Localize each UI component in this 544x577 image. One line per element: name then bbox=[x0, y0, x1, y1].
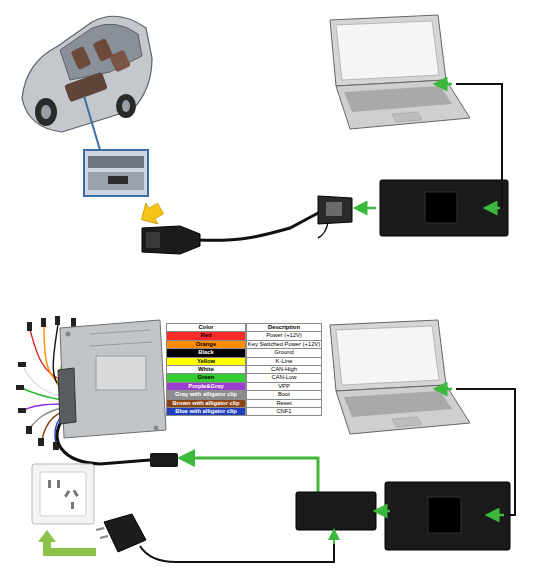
green-arrow bbox=[380, 510, 390, 513]
wire-end bbox=[55, 316, 60, 325]
car-cabin bbox=[60, 24, 142, 80]
car-wheel bbox=[35, 98, 57, 126]
green-arrow bbox=[333, 534, 335, 544]
ecu bbox=[58, 320, 166, 438]
laptop-touchpad bbox=[392, 112, 422, 122]
outlet-slot bbox=[64, 490, 70, 498]
car-body bbox=[22, 16, 152, 132]
table-cell: CNF1 bbox=[246, 407, 322, 416]
outlet-slot bbox=[48, 480, 51, 488]
car-dashboard bbox=[64, 72, 108, 103]
car-cutaway bbox=[22, 16, 152, 150]
green-link bbox=[186, 458, 318, 492]
ecu-screw bbox=[66, 332, 71, 337]
obd-cable bbox=[198, 212, 320, 240]
outlet-face bbox=[40, 472, 86, 516]
ecu-connector bbox=[58, 368, 76, 424]
interface-box bbox=[380, 180, 508, 236]
usb-cable bbox=[456, 84, 502, 208]
ecu-cable-connector bbox=[150, 453, 178, 467]
laptop-lid bbox=[330, 320, 446, 391]
car-seat bbox=[70, 46, 91, 70]
green-arrow bbox=[492, 514, 504, 517]
wire-end bbox=[27, 322, 32, 331]
laptop-keyboard bbox=[344, 86, 452, 112]
inset-panel bbox=[88, 156, 144, 168]
alligator-clip bbox=[26, 426, 32, 434]
obd-port-inset bbox=[84, 150, 148, 196]
db-connector-shell bbox=[326, 202, 342, 216]
side-wire bbox=[318, 222, 328, 238]
laptop-base bbox=[336, 80, 470, 129]
laptop-screen bbox=[336, 326, 439, 385]
laptop-screen bbox=[336, 21, 439, 80]
db-connector bbox=[318, 196, 352, 224]
car-seat bbox=[109, 49, 131, 72]
outlet-slot bbox=[71, 502, 74, 509]
alligator-clip bbox=[38, 438, 44, 446]
obd-plug-face bbox=[146, 232, 160, 248]
wire-end bbox=[18, 362, 26, 367]
inset-frame bbox=[84, 150, 148, 196]
wire-color-table: ColorDescriptionRedPower (+12V)OrangeKey… bbox=[166, 323, 322, 416]
wire-end bbox=[18, 408, 26, 413]
table-cell: Blue with alligator clip bbox=[166, 407, 246, 416]
wall-outlet bbox=[32, 464, 94, 524]
wire bbox=[22, 388, 62, 400]
wire-end bbox=[41, 318, 46, 327]
green-arrow bbox=[440, 83, 452, 86]
car-rim bbox=[41, 105, 51, 119]
laptop-base bbox=[336, 385, 470, 434]
wire-end bbox=[16, 385, 24, 390]
ecu-rib bbox=[90, 342, 152, 346]
green-arrow bbox=[490, 207, 500, 210]
laptop bbox=[330, 15, 470, 129]
green-arrow bbox=[38, 530, 96, 556]
laptop bbox=[330, 320, 470, 434]
interface-box bbox=[385, 482, 510, 550]
pointer-arrow bbox=[135, 198, 166, 230]
wire bbox=[30, 330, 62, 380]
car-rim bbox=[122, 100, 130, 112]
ecu-rib bbox=[90, 330, 150, 334]
ecu-screw bbox=[154, 426, 159, 431]
green-arrow bbox=[440, 388, 452, 391]
inset-panel bbox=[88, 172, 144, 190]
green-arrow bbox=[360, 207, 376, 210]
obd-socket bbox=[108, 176, 128, 184]
outlet-slot bbox=[73, 489, 79, 497]
laptop-keyboard bbox=[344, 391, 452, 417]
outlet-plate bbox=[32, 464, 94, 524]
obd-plug bbox=[142, 226, 200, 254]
interface-label bbox=[425, 192, 457, 223]
interface-label bbox=[428, 497, 461, 533]
wire bbox=[30, 408, 62, 428]
car-wheel bbox=[116, 94, 136, 118]
adapter-prong bbox=[100, 536, 108, 538]
outlet-slot bbox=[57, 480, 60, 488]
power-cable bbox=[140, 532, 334, 562]
wire-end bbox=[71, 318, 76, 327]
adapter-box bbox=[296, 492, 376, 530]
ecu-plate bbox=[96, 356, 146, 390]
leader-line bbox=[84, 96, 100, 150]
laptop-touchpad bbox=[392, 417, 422, 427]
adapter-prong bbox=[96, 528, 104, 530]
laptop-lid bbox=[330, 15, 446, 86]
